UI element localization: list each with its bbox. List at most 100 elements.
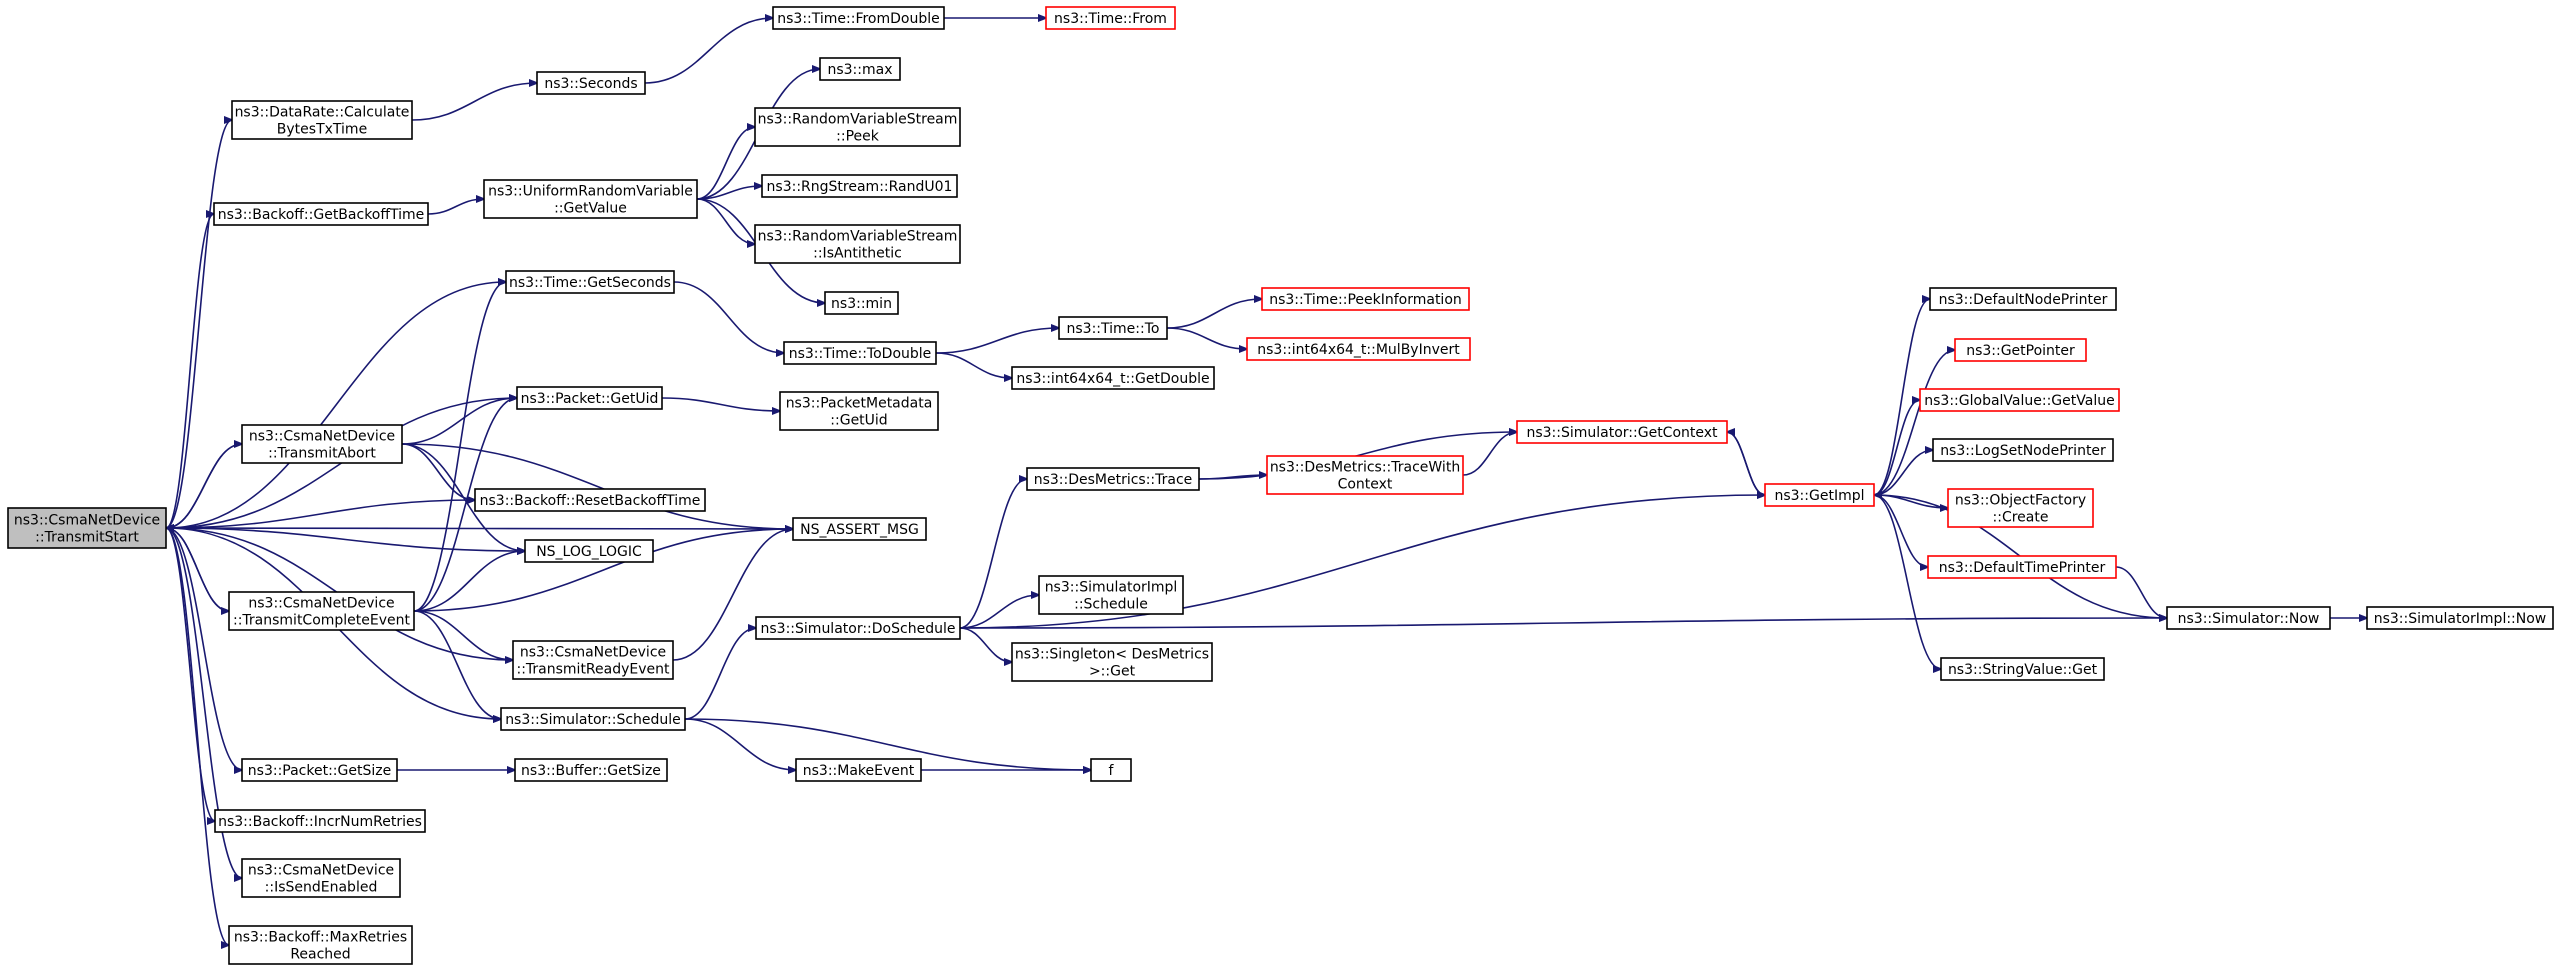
node-getpointer[interactable]: ns3::GetPointer [1954,338,2087,362]
edge-transabort-to-assert [401,443,793,529]
edge-getimpl-to-defnodeprinter [1873,299,1930,496]
node-simimplnow[interactable]: ns3::SimulatorImpl::Now [2366,606,2554,630]
node-issend[interactable]: ns3::CsmaNetDevice::IsSendEnabled [241,858,401,898]
node-box-maxretries [228,925,413,965]
node-deftimeprinter[interactable]: ns3::DefaultTimePrinter [1927,555,2117,579]
node-label: ns3::Time::PeekInformation [1269,292,1462,308]
node-getimpl[interactable]: ns3::GetImpl [1764,483,1875,507]
node-assert[interactable]: NS_ASSERT_MSG [792,517,927,541]
node-box-getpointer [1954,338,2087,362]
node-pktgetsize[interactable]: ns3::Packet::GetSize [241,758,398,782]
node-peekinfo[interactable]: ns3::Time::PeekInformation [1261,287,1470,311]
node-uniformgv[interactable]: ns3::UniformRandomVariable::GetValue [483,179,698,219]
node-incr[interactable]: ns3::Backoff::IncrNumRetries [214,809,426,833]
edge-deftimeprinter-to-simnow [2115,566,2167,618]
node-transabort[interactable]: ns3::CsmaNetDevice::TransmitAbort [241,424,403,464]
node-label: ::GetUid [830,413,887,429]
node-transready[interactable]: ns3::CsmaNetDevice::TransmitReadyEvent [512,640,674,680]
node-box-transready [512,640,674,680]
node-label: BytesTxTime [277,122,367,138]
node-desmtrace[interactable]: ns3::DesMetrics::Trace [1026,467,1200,491]
node-label: ::Peek [836,129,880,145]
edge-doschedule-to-desmtrace [959,479,1027,629]
node-pktgetuid[interactable]: ns3::Packet::GetUid [516,386,663,410]
node-timetodouble[interactable]: ns3::Time::ToDouble [783,341,937,365]
node-label: ns3::Time::FromDouble [777,11,940,27]
node-root[interactable]: ns3::CsmaNetDevice::TransmitStart [7,507,167,549]
node-simschedule[interactable]: ns3::Simulator::Schedule [500,707,686,731]
node-label: ::TransmitStart [35,530,139,546]
node-seconds[interactable]: ns3::Seconds [536,71,646,95]
edge-transabort-to-pktgetuid [401,398,517,445]
node-rvsanti[interactable]: ns3::RandomVariableStream::IsAntithetic [754,224,961,264]
edge-root-to-pktgetsize [165,527,242,770]
node-defnodeprinter[interactable]: ns3::DefaultNodePrinter [1929,287,2117,311]
node-box-simimplnow [2366,606,2554,630]
node-label: ns3::Backoff::IncrNumRetries [218,814,422,830]
edge-getimpl-to-getpointer [1873,350,1955,496]
node-label: ns3::int64x64_t::GetDouble [1016,371,1209,387]
node-label: ns3::PacketMetadata [786,396,933,412]
edge-transabort-to-resetbackoff [401,443,475,500]
node-timefrom[interactable]: ns3::Time::From [1045,6,1176,30]
node-max[interactable]: ns3::max [819,57,901,81]
node-label: ns3::int64x64_t::MulByInvert [1257,342,1460,358]
node-label: ns3::Backoff::MaxRetries [234,930,407,946]
node-f[interactable]: f [1090,758,1132,782]
node-stringget[interactable]: ns3::StringValue::Get [1940,657,2105,681]
node-label: ::Create [1993,510,2049,526]
node-label: ns3::CsmaNetDevice [14,513,160,529]
node-timefromdouble[interactable]: ns3::Time::FromDouble [772,6,945,30]
node-buffergetsize[interactable]: ns3::Buffer::GetSize [514,758,668,782]
node-box-root [7,507,167,549]
edge-uniformgv-to-randu01 [696,186,762,200]
node-nslog[interactable]: NS_LOG_LOGIC [524,539,654,563]
node-label: ::TransmitAbort [268,446,376,462]
node-objfactory[interactable]: ns3::ObjectFactory::Create [1947,488,2094,528]
node-label: ns3::MakeEvent [803,763,915,779]
node-int64getdouble[interactable]: ns3::int64x64_t::GetDouble [1011,366,1215,390]
node-getcontext[interactable]: ns3::Simulator::GetContext [1516,420,1728,444]
node-pmgetuid[interactable]: ns3::PacketMetadata::GetUid [779,391,939,431]
node-randu01[interactable]: ns3::RngStream::RandU01 [761,174,958,198]
node-box-buffergetsize [514,758,668,782]
node-box-pktgetuid [516,386,663,410]
node-singleton[interactable]: ns3::Singleton< DesMetrics>::Get [1011,642,1213,682]
edge-transcomplete-to-assert [413,529,793,612]
node-lognodeprinter[interactable]: ns3::LogSetNodePrinter [1932,438,2114,462]
node-min[interactable]: ns3::min [824,291,899,315]
node-label: ns3::RngStream::RandU01 [767,179,953,195]
node-backoffget[interactable]: ns3::Backoff::GetBackoffTime [213,202,429,226]
edge-uniformgv-to-rvsanti [696,198,755,244]
node-box-desmtrace [1026,467,1200,491]
node-label: ns3::GlobalValue::GetValue [1924,393,2114,409]
edge-timegetsec-to-timetodouble [673,281,784,353]
node-label: ns3::Buffer::GetSize [521,763,661,779]
edge-timeto-to-mulbyinvert [1166,327,1247,349]
node-box-max [819,57,901,81]
node-simimplsched[interactable]: ns3::SimulatorImpl::Schedule [1038,575,1184,615]
node-box-min [824,291,899,315]
node-doschedule[interactable]: ns3::Simulator::DoSchedule [755,616,961,640]
edge-timetodouble-to-int64getdouble [935,352,1012,378]
node-simnow[interactable]: ns3::Simulator::Now [2166,606,2331,630]
node-resetbackoff[interactable]: ns3::Backoff::ResetBackoffTime [474,488,706,512]
node-transcomplete[interactable]: ns3::CsmaNetDevice::TransmitCompleteEven… [228,591,415,631]
edge-root-to-assert [165,528,793,529]
node-makeevent[interactable]: ns3::MakeEvent [795,758,922,782]
node-timeto[interactable]: ns3::Time::To [1058,316,1168,340]
node-globalgv[interactable]: ns3::GlobalValue::GetValue [1919,388,2120,412]
node-label: ns3::Seconds [544,76,637,92]
node-timegetsec[interactable]: ns3::Time::GetSeconds [505,270,675,294]
edge-desmtracectx-to-getcontext [1462,432,1517,476]
node-mulbyinvert[interactable]: ns3::int64x64_t::MulByInvert [1246,337,1471,361]
node-label: ns3::Time::ToDouble [789,346,932,362]
node-rvspeek[interactable]: ns3::RandomVariableStream::Peek [754,107,961,147]
edge-simschedule-to-makeevent [684,718,796,770]
node-label: ns3::DataRate::Calculate [235,105,410,121]
node-box-pmgetuid [779,391,939,431]
